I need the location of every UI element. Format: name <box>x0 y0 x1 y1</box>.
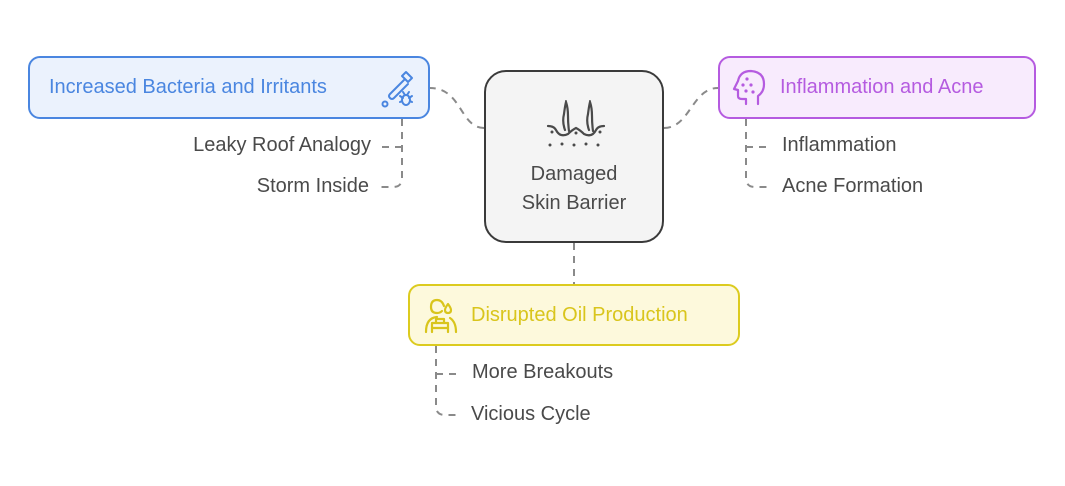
leaf-inflammation: Inflammation <box>782 134 897 156</box>
person-oil-icon <box>424 298 458 334</box>
skin-hair-icon <box>546 100 606 147</box>
branch-node-bacteria[interactable]: Increased Bacteria and Irritants <box>28 56 430 119</box>
dropper-bug-icon <box>381 71 413 108</box>
leaf-more-breakouts: More Breakouts <box>472 361 614 383</box>
leaf-storm-inside: Storm Inside <box>256 175 369 197</box>
connector-center-to-inflammation <box>663 87 719 129</box>
center-node-damaged-skin-barrier[interactable]: Damaged Skin Barrier <box>484 70 664 243</box>
leaf-vicious-cycle: Vicious Cycle <box>471 403 591 425</box>
branch-title-inflammation-acne: Inflammation and Acne <box>780 76 984 98</box>
center-label-line1: Damaged <box>530 163 618 185</box>
connector-bacteria-items <box>378 119 403 188</box>
branch-node-inflammation-acne[interactable]: Inflammation and Acne <box>718 56 1036 119</box>
leaf-acne-formation: Acne Formation <box>782 175 924 197</box>
connector-oil-items <box>435 346 460 416</box>
leaf-leaky-roof-analogy: Leaky Roof Analogy <box>193 134 371 156</box>
branch-title-disrupted-oil: Disrupted Oil Production <box>471 304 688 326</box>
center-label-line2: Skin Barrier <box>521 192 627 214</box>
branch-node-disrupted-oil[interactable]: Disrupted Oil Production <box>408 284 740 346</box>
connector-inflammation-items <box>745 119 770 188</box>
connector-center-to-bacteria <box>429 87 485 129</box>
face-acne-icon <box>732 69 766 106</box>
branch-title-bacteria: Increased Bacteria and Irritants <box>49 76 327 98</box>
